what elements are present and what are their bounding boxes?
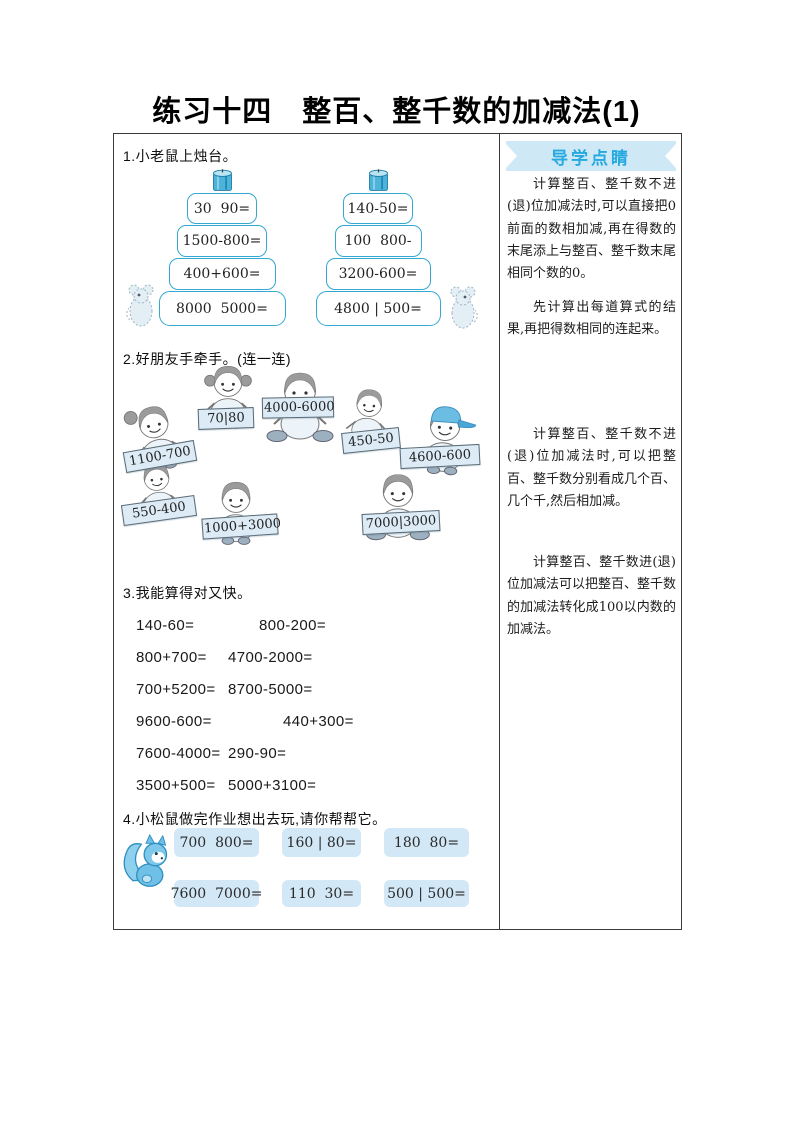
mouse-left-icon	[124, 280, 158, 335]
section1-label: 1.小老鼠上烛台。	[123, 148, 238, 164]
problem-r4-c2: 440+300=	[283, 713, 354, 730]
problem-r2-c1: 800+700=	[136, 649, 207, 666]
section3-label: 3.我能算得对又快。	[123, 585, 252, 601]
mouse-icon	[450, 286, 478, 329]
problem-r6-c2: 5000+3100=	[228, 777, 317, 794]
sidebar: 导学点睛 计算整百、整千数不进(退)位加减法时,可以直接把0前面的数相加减,再在…	[499, 134, 683, 929]
tower-right-row-4: 4800 | 500=	[315, 291, 441, 326]
kid-figure-8	[360, 468, 436, 549]
main-column: 1.小老鼠上烛台。 30 90=1500-800=400+600=8000 50…	[114, 134, 499, 929]
tower-right-row-1: 140-50=	[343, 193, 413, 224]
kid-sign-2: 70|80	[197, 407, 255, 430]
problem-r3-c1: 700+5200=	[136, 681, 216, 698]
mouse-right-icon	[446, 282, 480, 337]
tower-right: 140-50=100 800-3200-600=4800 | 500=	[315, 192, 441, 326]
candle-icon	[209, 167, 236, 199]
worksheet-box: 1.小老鼠上烛台。 30 90=1500-800=400+600=8000 50…	[113, 133, 682, 930]
problem-r6-c1: 3500+500=	[136, 777, 216, 794]
sidebar-banner: 导学点睛	[506, 141, 676, 171]
problem-r3-c2: 8700-5000=	[228, 681, 313, 698]
candle-icon	[213, 169, 232, 191]
section2-label: 2.好朋友手牵手。(连一连)	[123, 351, 291, 367]
candle-icon	[365, 167, 392, 199]
problem-r1-c2: 800-200=	[259, 617, 327, 634]
tip-paragraph-2: 先计算出每道算式的结果,再把得数相同的连起来。	[507, 300, 676, 338]
answer-card-r2-c1: 7600 7000=	[171, 880, 262, 907]
tower-right-row-3: 3200-600=	[325, 258, 431, 290]
problem-r4-c1: 9600-600=	[136, 713, 212, 730]
tower-left-row-3: 400+600=	[168, 258, 276, 290]
tip-paragraph-1: 计算整百、整千数不进(退)位加减法时,可以直接把0前面的数相加减,再在得数的末尾…	[507, 177, 677, 282]
candle-icon	[369, 169, 388, 191]
kid-sign-3: 4000-6000	[261, 396, 335, 419]
tip-paragraph-3: 计算整百、整千数不进(退)位加减法时,可以把整百、整千数分别看成几个百、几个千,…	[507, 427, 677, 510]
problem-r1-c1: 140-60=	[136, 617, 195, 634]
section4-label: 4.小松鼠做完作业想出去玩,请你帮帮它。	[123, 811, 387, 827]
answer-card-r1-c1: 700 800=	[174, 828, 259, 857]
tower-left: 30 90=1500-800=400+600=8000 5000=	[158, 192, 286, 326]
kid-sign-5: 4600-600	[399, 443, 481, 470]
mouse-icon	[126, 284, 154, 327]
problem-r5-c1: 7600-4000=	[136, 745, 221, 762]
answer-card-r2-c3: 500 | 500=	[384, 880, 469, 907]
tip-paragraph-4: 计算整百、整千数进(退)位加减法可以把整百、整千数的加减法转化成100以内数的加…	[507, 555, 677, 638]
problem-r5-c2: 290-90=	[228, 745, 287, 762]
tower-left-row-1: 30 90=	[187, 193, 257, 224]
kid-sign-8: 7000|3000	[361, 509, 441, 536]
tower-left-row-4: 8000 5000=	[158, 291, 286, 326]
answer-card-r1-c3: 180 80=	[384, 828, 469, 857]
sidebar-header: 导学点睛	[551, 148, 631, 168]
answer-card-r1-c2: 160 | 80=	[282, 828, 361, 857]
tower-right-row-2: 100 800-	[334, 225, 422, 257]
squirrel-icon	[118, 830, 174, 899]
tower-left-row-2: 1500-800=	[177, 225, 267, 257]
page-title: 练习十四 整百、整千数的加减法(1)	[152, 96, 641, 128]
problem-r2-c2: 4700-2000=	[228, 649, 313, 666]
answer-card-r2-c2: 110 30=	[282, 880, 361, 907]
